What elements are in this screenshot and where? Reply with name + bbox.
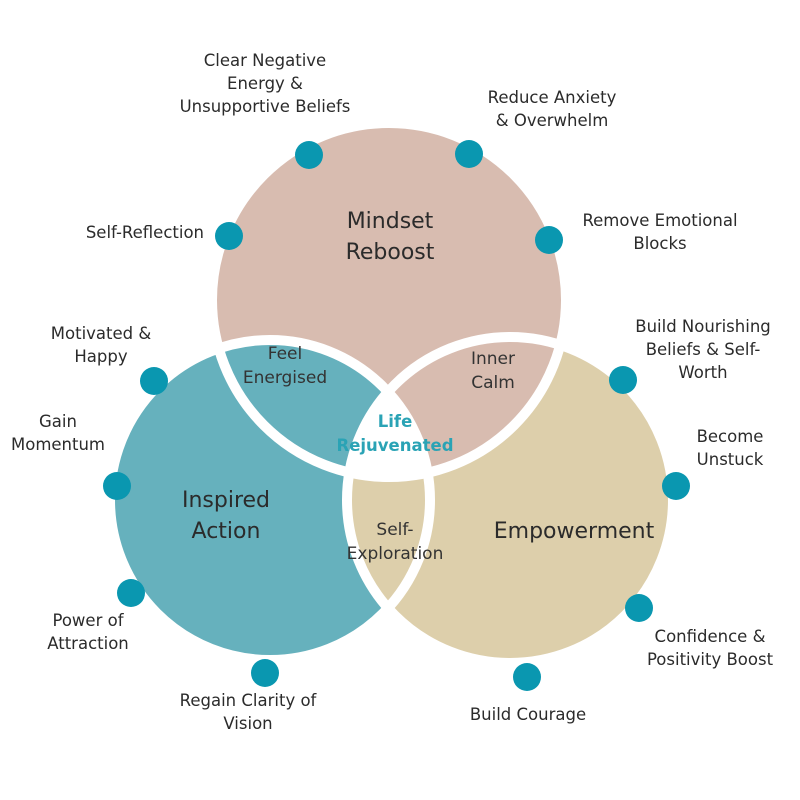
self-exploration-label: Self- Exploration — [346, 520, 444, 564]
label-motivated: Motivated & Happy — [50, 324, 152, 366]
dot-build-courage — [513, 663, 541, 691]
dot-confidence — [625, 594, 653, 622]
dot-gain-momentum — [103, 472, 131, 500]
label-gain-momentum: Gain Momentum — [10, 412, 105, 454]
dot-build-beliefs — [609, 366, 637, 394]
dot-reduce-anxiety — [455, 140, 483, 168]
dot-remove-blocks — [535, 226, 563, 254]
dot-clear-negative — [295, 141, 323, 169]
dot-become-unstuck — [662, 472, 690, 500]
feel-energised-region — [212, 340, 430, 477]
dot-motivated — [140, 367, 168, 395]
label-power-attraction: Power of Attraction — [47, 611, 129, 653]
dot-self-reflection — [215, 222, 243, 250]
mindset-reboost-title: Mindset Reboost — [345, 209, 435, 265]
label-remove-blocks: Remove Emotional Blocks — [582, 211, 738, 253]
dot-regain-clarity — [251, 659, 279, 687]
empower-outline — [342, 332, 678, 668]
label-confidence: Confidence & Positivity Boost — [646, 627, 774, 669]
label-regain-clarity: Regain Clarity of Vision — [179, 691, 317, 733]
label-build-courage: Build Courage — [469, 705, 587, 724]
empowerment-title: Empowerment — [493, 519, 655, 544]
label-become-unstuck: Become Unstuck — [696, 427, 764, 469]
life-rejuvenated-label: Life Rejuvenated — [336, 412, 454, 455]
inner-calm-region — [347, 337, 566, 477]
dot-power-attraction — [117, 579, 145, 607]
inspired-action-title: Inspired Action — [181, 488, 271, 544]
feel-energised-label: Feel Energised — [242, 344, 328, 388]
label-reduce-anxiety: Reduce Anxiety & Overwhelm — [487, 88, 617, 130]
mindset-outline — [207, 118, 571, 482]
inner-calm-label: Inner Calm — [470, 349, 515, 393]
label-self-reflection: Self-Reflection — [85, 223, 204, 242]
label-clear-negative: Clear Negative Energy & Unsupportive Bel… — [179, 51, 351, 116]
label-build-beliefs: Build Nourishing Beliefs & Self- Worth — [635, 317, 771, 382]
